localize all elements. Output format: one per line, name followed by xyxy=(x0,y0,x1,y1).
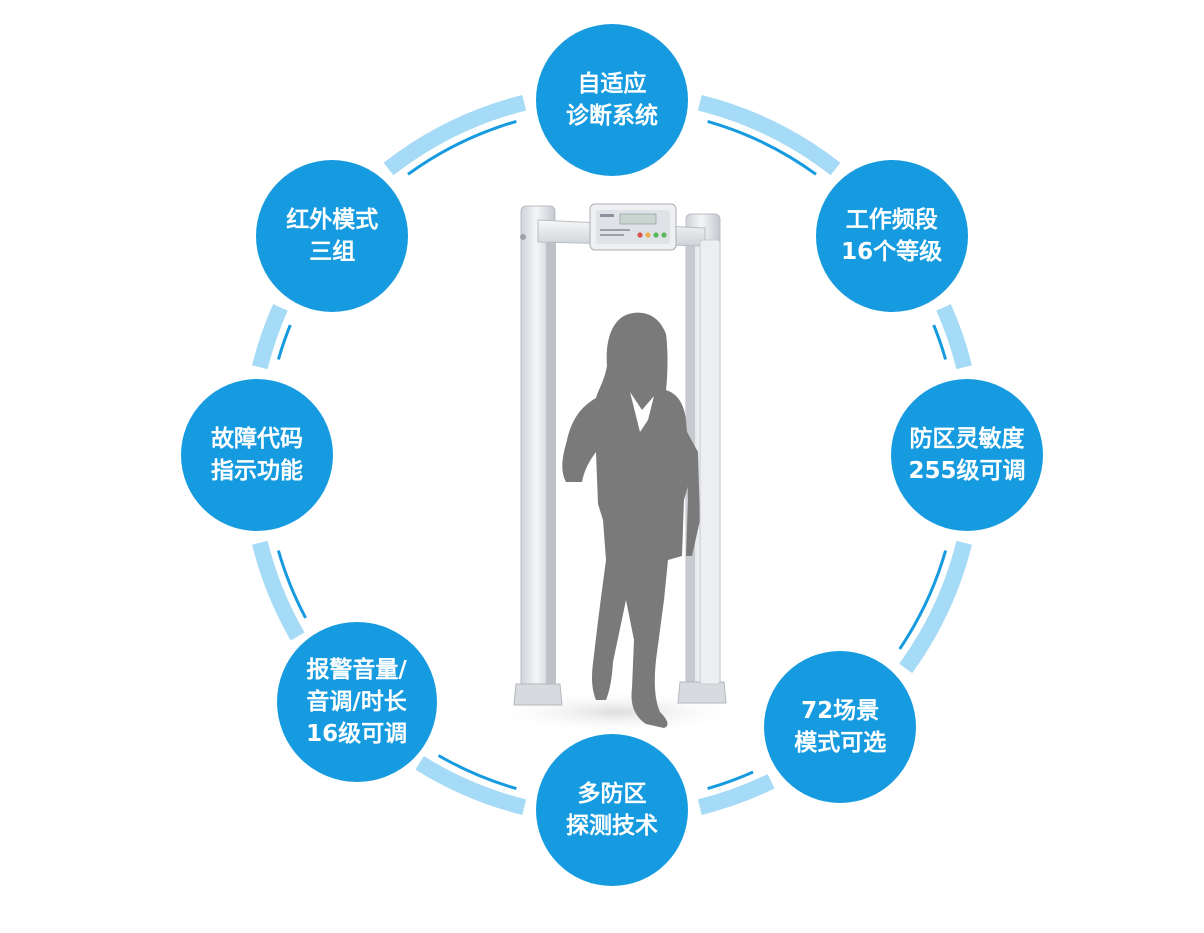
ring-arcs xyxy=(252,95,972,815)
feature-line: 模式可选 xyxy=(794,729,887,756)
feature-line: 指示功能 xyxy=(211,458,303,484)
ring-arc-band xyxy=(415,755,527,815)
ring-arc-band xyxy=(252,304,288,370)
control-panel-icon xyxy=(589,203,677,251)
feature-line: 报警音量/ xyxy=(306,656,407,683)
feature-circle-infrared-modes: 红外模式 三组 xyxy=(256,160,409,313)
ring-arc-band xyxy=(697,774,775,815)
feature-circle-alarm-adjustment: 报警音量/ 音调/时长 16级可调 xyxy=(276,621,437,782)
ring-arc-band xyxy=(383,95,527,176)
feature-line: 三组 xyxy=(309,239,356,266)
feature-line: 255级可调 xyxy=(908,458,1026,484)
gate-right-pillar-front xyxy=(699,239,721,685)
feature-circle-fault-codes: 故障代码 指示功能 xyxy=(181,379,333,531)
feature-line: 音调/时长 xyxy=(306,688,407,715)
person-silhouette-icon xyxy=(562,312,700,728)
ring-arc-band xyxy=(697,95,841,176)
ring-arc-band xyxy=(899,540,972,674)
feature-line: 红外模式 xyxy=(286,207,379,234)
silhouette-collar xyxy=(630,392,654,432)
ring-arc-line xyxy=(707,119,817,176)
ring-arc-line xyxy=(407,119,517,176)
feature-circle-zone-sensitivity: 防区灵敏度 255级可调 xyxy=(891,379,1043,531)
gate-left-pillar xyxy=(513,205,563,706)
feature-line: 防区灵敏度 xyxy=(909,426,1025,452)
feature-line: 72场景 xyxy=(801,697,880,724)
feature-circle-frequency-levels: 工作频段 16个等级 xyxy=(815,160,968,313)
feature-line: 自适应 xyxy=(577,71,647,97)
ring-arc-line xyxy=(932,324,948,360)
feature-circle-scene-modes: 72场景 模式可选 xyxy=(764,650,917,803)
feature-line: 16个等级 xyxy=(841,239,943,266)
ring-arc-line xyxy=(437,754,517,791)
feature-line: 多防区 xyxy=(577,781,647,807)
feature-line: 探测技术 xyxy=(566,813,658,839)
feature-line: 工作频段 xyxy=(845,207,938,234)
ring-arc-line xyxy=(898,550,948,650)
feature-line: 故障代码 xyxy=(211,426,303,452)
ring-arc-line xyxy=(707,770,754,791)
ring-arc-band xyxy=(936,304,972,370)
feature-line: 16级可调 xyxy=(306,720,408,747)
ring-arc-line xyxy=(276,550,307,619)
feature-circle-adaptive-diagnosis: 自适应 诊断系统 xyxy=(536,24,688,176)
ring-arc-line xyxy=(276,324,292,360)
feature-line: 诊断系统 xyxy=(566,103,658,129)
ring-arc-band xyxy=(252,540,305,641)
feature-circle-multi-zone-detection: 多防区 探测技术 xyxy=(536,734,688,886)
